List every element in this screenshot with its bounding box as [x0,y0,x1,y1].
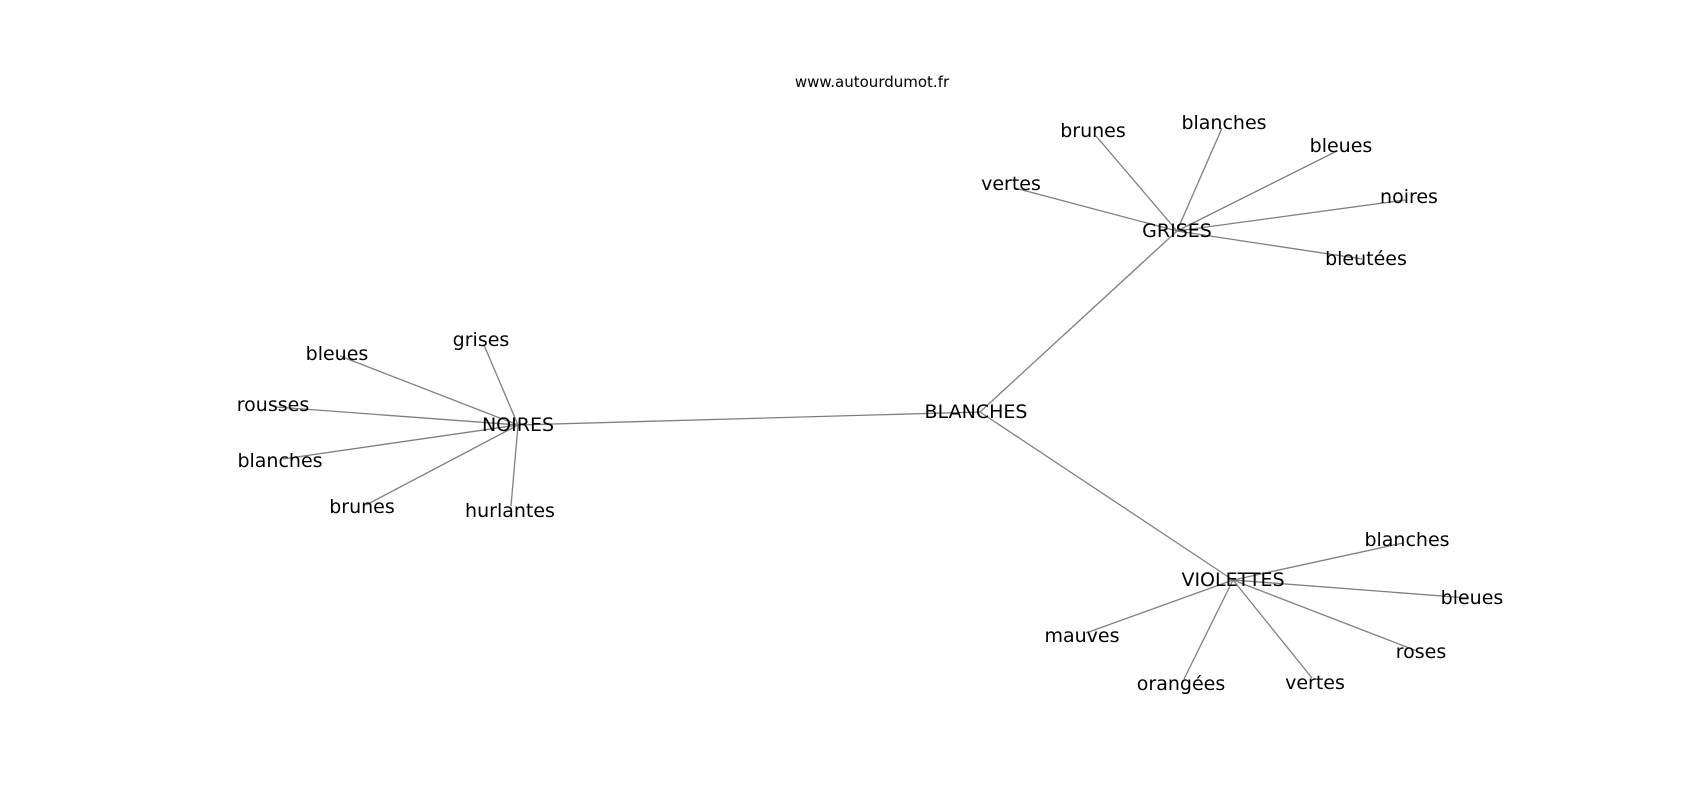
edge-grises-5 [1176,230,1363,260]
edge-violettes-2 [1085,579,1234,634]
edge-noires-4 [365,424,519,506]
leaf-node-label: rousses [237,394,309,416]
hub-node-label-grises: GRISES [1142,220,1212,242]
edge-violettes-1 [1232,579,1469,599]
edge-grises-4 [1176,199,1406,232]
leaf-node-label: blanches [1181,112,1266,134]
edge-noires-2 [275,406,519,426]
edge-noires-5 [510,424,519,507]
center-node-label: BLANCHES [925,401,1028,423]
leaf-node-label: vertes [981,173,1041,195]
leaf-node-label: bleues [306,343,369,365]
leaf-node-label: grises [453,329,510,351]
edge-noires-3 [282,424,519,460]
edges-layer [275,127,1469,680]
edge-violettes-4 [1183,579,1234,680]
edge-center-noires [517,411,981,426]
edge-grises-0 [1095,135,1178,232]
edge-violettes-3 [1232,579,1418,652]
edge-center-violettes [979,411,1234,581]
edge-violettes-5 [1232,579,1313,679]
leaf-node-label: mauves [1044,625,1119,647]
edge-center-grises [979,230,1178,413]
leaf-node-label: orangées [1137,673,1225,695]
leaf-node-label: bleues [1310,135,1373,157]
labels-layer: BLANCHES NOIRES grises bleues rousses blanche… [237,112,1504,695]
edge-grises-3 [1014,187,1178,232]
edge-violettes-0 [1232,542,1404,581]
edge-grises-1 [1176,127,1223,232]
edge-noires-1 [339,355,519,426]
leaf-node-label: vertes [1285,672,1345,694]
leaf-node-label: hurlantes [465,500,555,522]
leaf-node-label: blanches [1364,529,1449,551]
leaf-node-label: roses [1396,641,1447,663]
leaf-node-label: blanches [237,450,322,472]
site-url-label: www.autourdumot.fr [795,73,950,91]
hub-node-label-noires: NOIRES [482,414,554,436]
leaf-node-label: brunes [329,496,395,518]
edge-noires-0 [483,344,519,426]
leaf-node-label: bleues [1441,587,1504,609]
leaf-node-label: noires [1380,186,1438,208]
edge-grises-2 [1176,150,1338,232]
leaf-node-label: brunes [1060,120,1126,142]
hub-node-label-violettes: VIOLETTES [1181,569,1284,591]
leaf-node-label: bleutées [1325,248,1407,270]
